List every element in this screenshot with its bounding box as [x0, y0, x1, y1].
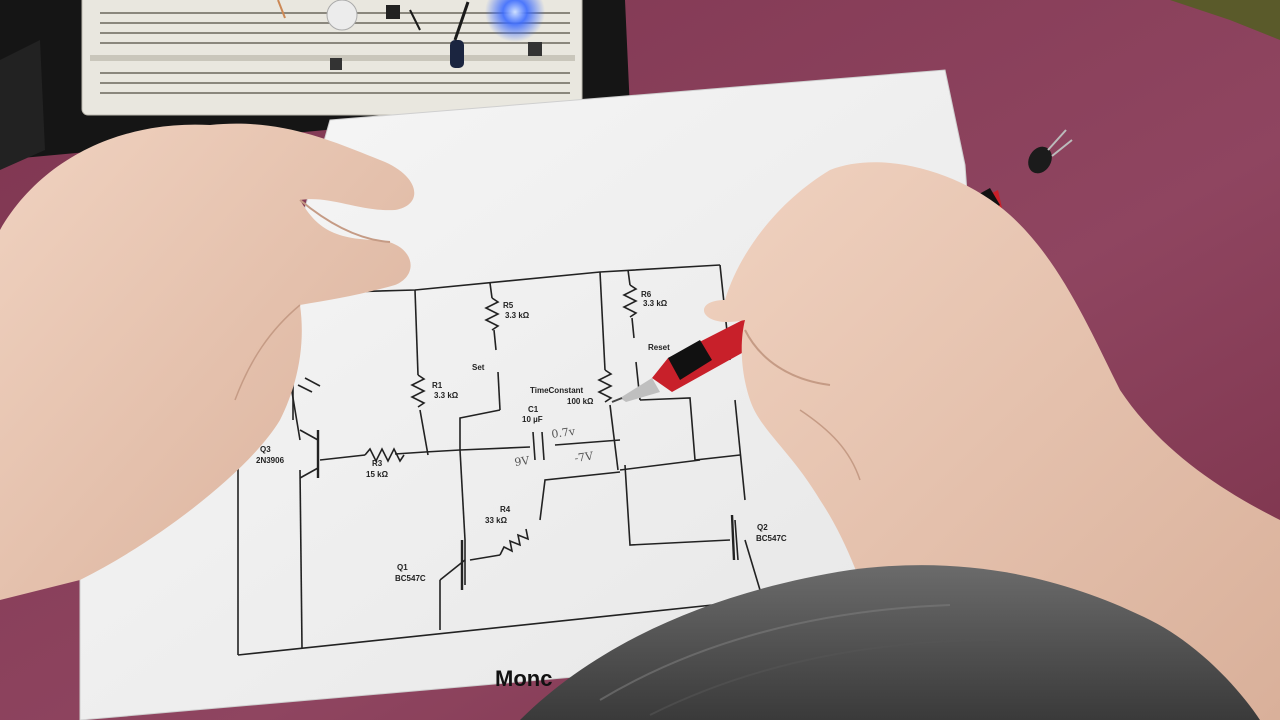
label-q2-value: BC547C [756, 534, 787, 543]
label-r1-value: 3.3 kΩ [434, 391, 459, 400]
label-q2-ref: Q2 [757, 523, 768, 532]
label-reset-switch: Reset [648, 343, 670, 352]
note--7v: -7V [574, 449, 595, 465]
breadboard-led-blue [485, 0, 545, 42]
label-set-switch: Set [472, 363, 485, 372]
loose-capacitor [1028, 129, 1073, 174]
label-timeconstant-value: 100 kΩ [567, 397, 594, 406]
label-q1-value: BC547C [395, 574, 426, 583]
left-hand [0, 123, 415, 601]
note-9v: 9V [514, 454, 532, 469]
label-r5-value: 3.3 kΩ [505, 311, 530, 320]
foreground-hair [520, 565, 1260, 720]
label-c1-value: 10 µF [522, 415, 543, 424]
pencil-annotations: 0.7v -7V 9V [514, 425, 595, 469]
label-c1-ref: C1 [528, 405, 539, 414]
schematic-labels: R5 3.3 kΩ R6 3.3 kΩ R1 3.3 kΩ R3 15 kΩ R… [256, 290, 787, 691]
label-r3-value: 15 kΩ [366, 470, 389, 479]
schematic-title: Monc [495, 666, 552, 691]
label-r1-ref: R1 [432, 381, 443, 390]
breadboard-button [330, 58, 342, 70]
breadboard-capacitor [450, 40, 464, 68]
label-timeconstant-ref: TimeConstant [530, 386, 584, 395]
label-r6-ref: R6 [641, 290, 652, 299]
breadboard [81, 0, 583, 116]
right-hand [703, 162, 1280, 720]
label-r6-value: 3.3 kΩ [643, 299, 668, 308]
breadboard-led-white [326, 0, 358, 31]
label-r5-ref: R5 [503, 301, 514, 310]
label-q3-ref: Q3 [260, 445, 271, 454]
label-r4-ref: R4 [500, 505, 511, 514]
breadboard-ic [386, 5, 400, 19]
label-q1-ref: Q1 [397, 563, 408, 572]
label-r4-value: 33 kΩ [485, 516, 508, 525]
label-r3-ref: R3 [372, 459, 383, 468]
note-0.7v: 0.7v [551, 425, 577, 441]
label-q3-value: 2N3906 [256, 456, 285, 465]
